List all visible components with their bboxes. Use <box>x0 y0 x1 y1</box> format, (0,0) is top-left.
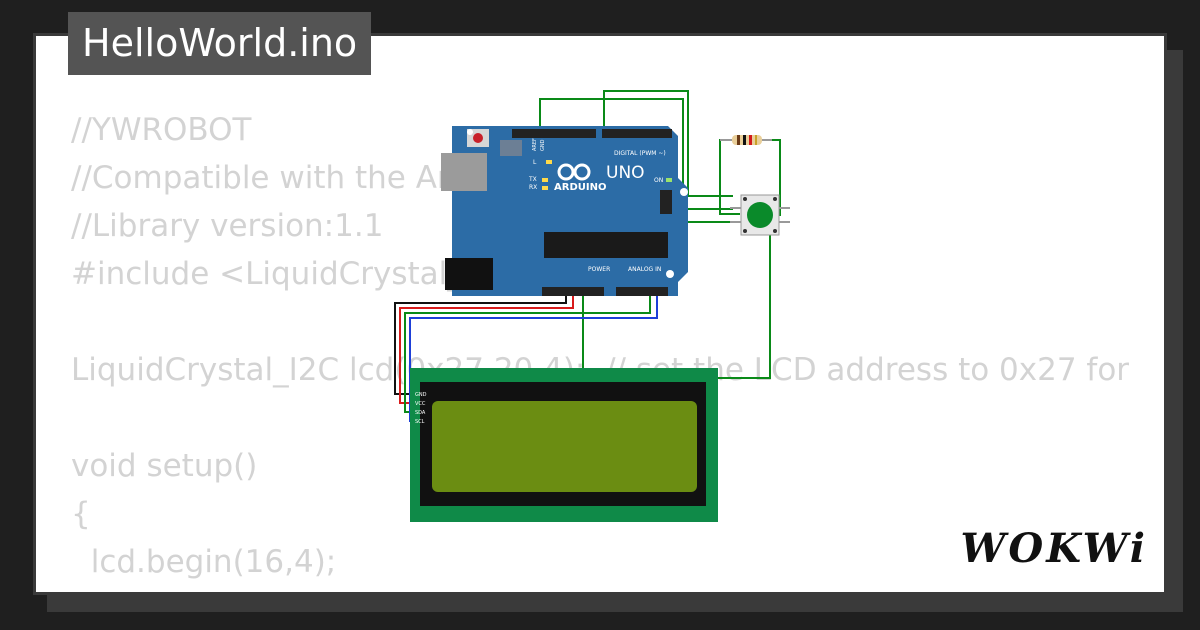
header-power <box>542 287 604 296</box>
pushbutton[interactable] <box>730 194 790 236</box>
arduino-logo-text: ARDUINO <box>554 182 606 193</box>
l-label: L <box>533 159 537 166</box>
wokwi-logo: WOKWi <box>960 525 1148 572</box>
code-line: //YWROBOT <box>71 112 252 148</box>
on-label: ON <box>654 177 663 184</box>
lcd-pin-gnd: GND <box>415 392 427 398</box>
i2c-wires <box>394 292 658 422</box>
usb-port <box>441 153 487 191</box>
project-title: HelloWorld.ino <box>68 12 372 75</box>
code-line: void setup() <box>71 448 258 484</box>
lcd-pin-sda: SDA <box>415 410 426 416</box>
lcd-pin-vcc: VCC <box>415 401 426 407</box>
uno-model-text: UNO <box>606 163 645 183</box>
code-line: { <box>71 496 91 532</box>
code-line: #include <LiquidCrystal_I <box>71 256 472 292</box>
power-label: POWER <box>588 266 610 273</box>
gnd-label: GND <box>540 139 546 151</box>
rx-label: RX <box>529 184 537 191</box>
code-line: lcd.begin(16,4); <box>71 544 337 580</box>
digital-label: DIGITAL (PWM ~) <box>614 150 666 157</box>
infinity-logo-icon <box>557 163 591 181</box>
power-jack <box>445 258 493 290</box>
lcd-pin-scl: SCL <box>415 419 425 425</box>
header-analog <box>616 287 668 296</box>
header-digital-2 <box>602 129 672 138</box>
aref-label: AREF <box>532 138 538 151</box>
arduino-uno-board: ARDUINO UNO DIGITAL (PWM ~) POWER ANALOG… <box>441 126 688 296</box>
tx-label: TX <box>528 176 537 183</box>
lcd-2004-i2c: GND VCC SDA SCL <box>410 368 718 522</box>
lcd-pin-labels: GND VCC SDA SCL <box>415 392 427 425</box>
header-digital-1 <box>512 129 596 138</box>
atmega-chip <box>544 232 668 258</box>
analog-label: ANALOG IN <box>628 266 661 273</box>
resistor <box>720 135 772 145</box>
code-line: //Library version:1.1 <box>71 208 384 244</box>
